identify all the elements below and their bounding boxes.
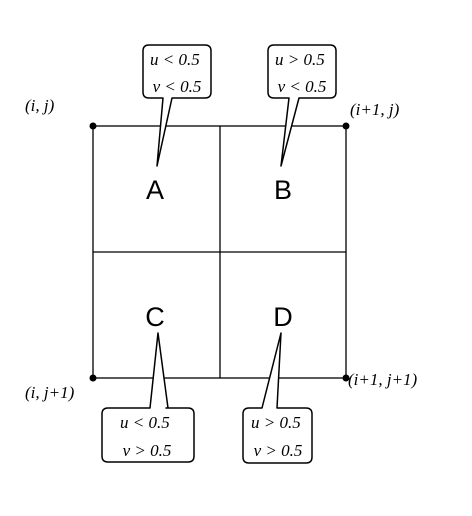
svg-text:u > 0.5 v < 0.5: u > 0.5 v < 0.5	[275, 50, 329, 96]
callout-b-u-condition: u > 0.5	[275, 50, 325, 69]
svg-text:u < 0.5 v < 0.5: u < 0.5 v < 0.5	[150, 50, 204, 96]
callout-a-bubble	[142, 44, 212, 167]
corner-point-bottom-left	[89, 374, 97, 382]
callout-b-bubble	[267, 44, 337, 167]
corner-label-top-right: (i+1, j)	[350, 100, 400, 119]
callout-d-u-condition: u > 0.5	[251, 413, 301, 432]
callout-a-u-condition: u < 0.5	[150, 50, 200, 69]
corner-point-top-left	[89, 122, 97, 130]
callout-a: u < 0.5 v < 0.5	[142, 44, 212, 167]
callout-c-v-condition: v > 0.5	[123, 441, 172, 460]
corner-label-top-left: (i, j)	[25, 96, 55, 115]
svg-text:u > 0.5 v > 0.5: u > 0.5 v > 0.5	[251, 413, 305, 460]
corner-label-bottom-left: (i, j+1)	[25, 383, 75, 402]
callout-c-u-condition: u < 0.5	[120, 413, 170, 432]
callout-c: u < 0.5 v > 0.5	[101, 332, 195, 463]
callout-d-bubble	[242, 332, 313, 464]
callout-c-bubble	[101, 332, 195, 463]
quadrant-label-c: C	[145, 302, 165, 332]
corner-point-bottom-right	[342, 374, 350, 382]
callout-d: u > 0.5 v > 0.5	[242, 332, 313, 464]
quadrant-label-d: D	[273, 302, 293, 332]
quadrant-label-a: A	[146, 175, 164, 205]
callout-b: u > 0.5 v < 0.5	[267, 44, 337, 167]
callout-b-v-condition: v < 0.5	[278, 77, 327, 96]
corner-points	[89, 122, 350, 382]
corner-point-top-right	[342, 122, 350, 130]
quadrant-label-b: B	[274, 175, 292, 205]
svg-text:u < 0.5 v > 0.5: u < 0.5 v > 0.5	[120, 413, 174, 460]
callout-a-v-condition: v < 0.5	[153, 77, 202, 96]
callout-d-v-condition: v > 0.5	[254, 441, 303, 460]
grid	[92, 125, 347, 379]
corner-label-bottom-right: (i+1, j+1)	[348, 370, 418, 389]
